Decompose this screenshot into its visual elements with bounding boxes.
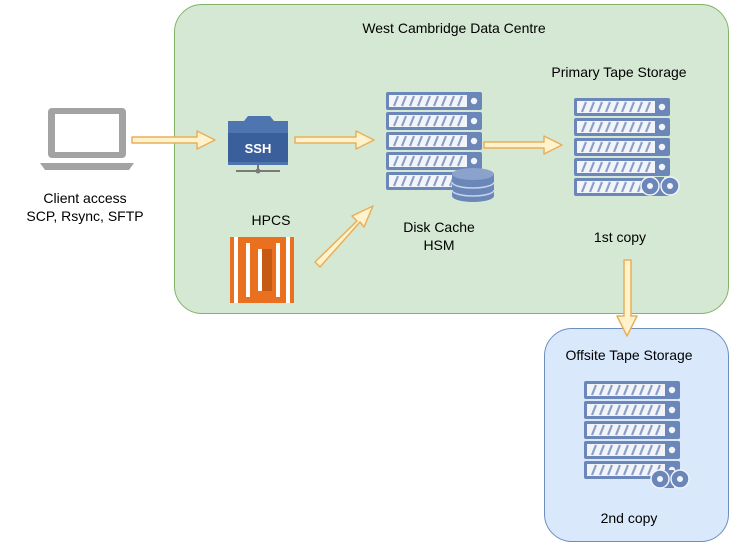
datacentre-title: West Cambridge Data Centre xyxy=(362,20,546,36)
database-icon xyxy=(451,168,495,202)
ssh-label: SSH xyxy=(245,141,272,156)
second-copy-label: 2nd copy xyxy=(600,510,658,526)
ssh-folder-icon: SSH xyxy=(228,116,288,174)
tape-reel-icon xyxy=(650,469,690,489)
arrow-client-to-ssh xyxy=(131,130,216,150)
first-copy-label: 1st copy xyxy=(593,229,647,245)
tape-reel-icon xyxy=(640,176,680,196)
offsite-tape-server-icon xyxy=(582,379,682,481)
arrow-hpcs-to-disk-cache xyxy=(314,205,374,268)
primary-tape-storage-title: Primary Tape Storage xyxy=(551,64,687,80)
arrow-primary-to-offsite xyxy=(616,259,638,337)
offsite-tape-storage-title: Offsite Tape Storage xyxy=(565,347,693,363)
hpcs-compute-icon xyxy=(230,237,294,303)
client-access-label: Client access xyxy=(43,190,127,206)
arrow-ssh-to-disk-cache xyxy=(294,130,375,150)
disk-cache-label: Disk Cache xyxy=(403,219,475,235)
laptop-icon xyxy=(40,108,134,170)
hpcs-label: HPCS xyxy=(251,212,291,228)
hsm-label: HSM xyxy=(423,237,455,253)
client-protocols-label: SCP, Rsync, SFTP xyxy=(26,208,144,224)
arrow-disk-cache-to-primary-tape xyxy=(483,135,563,155)
